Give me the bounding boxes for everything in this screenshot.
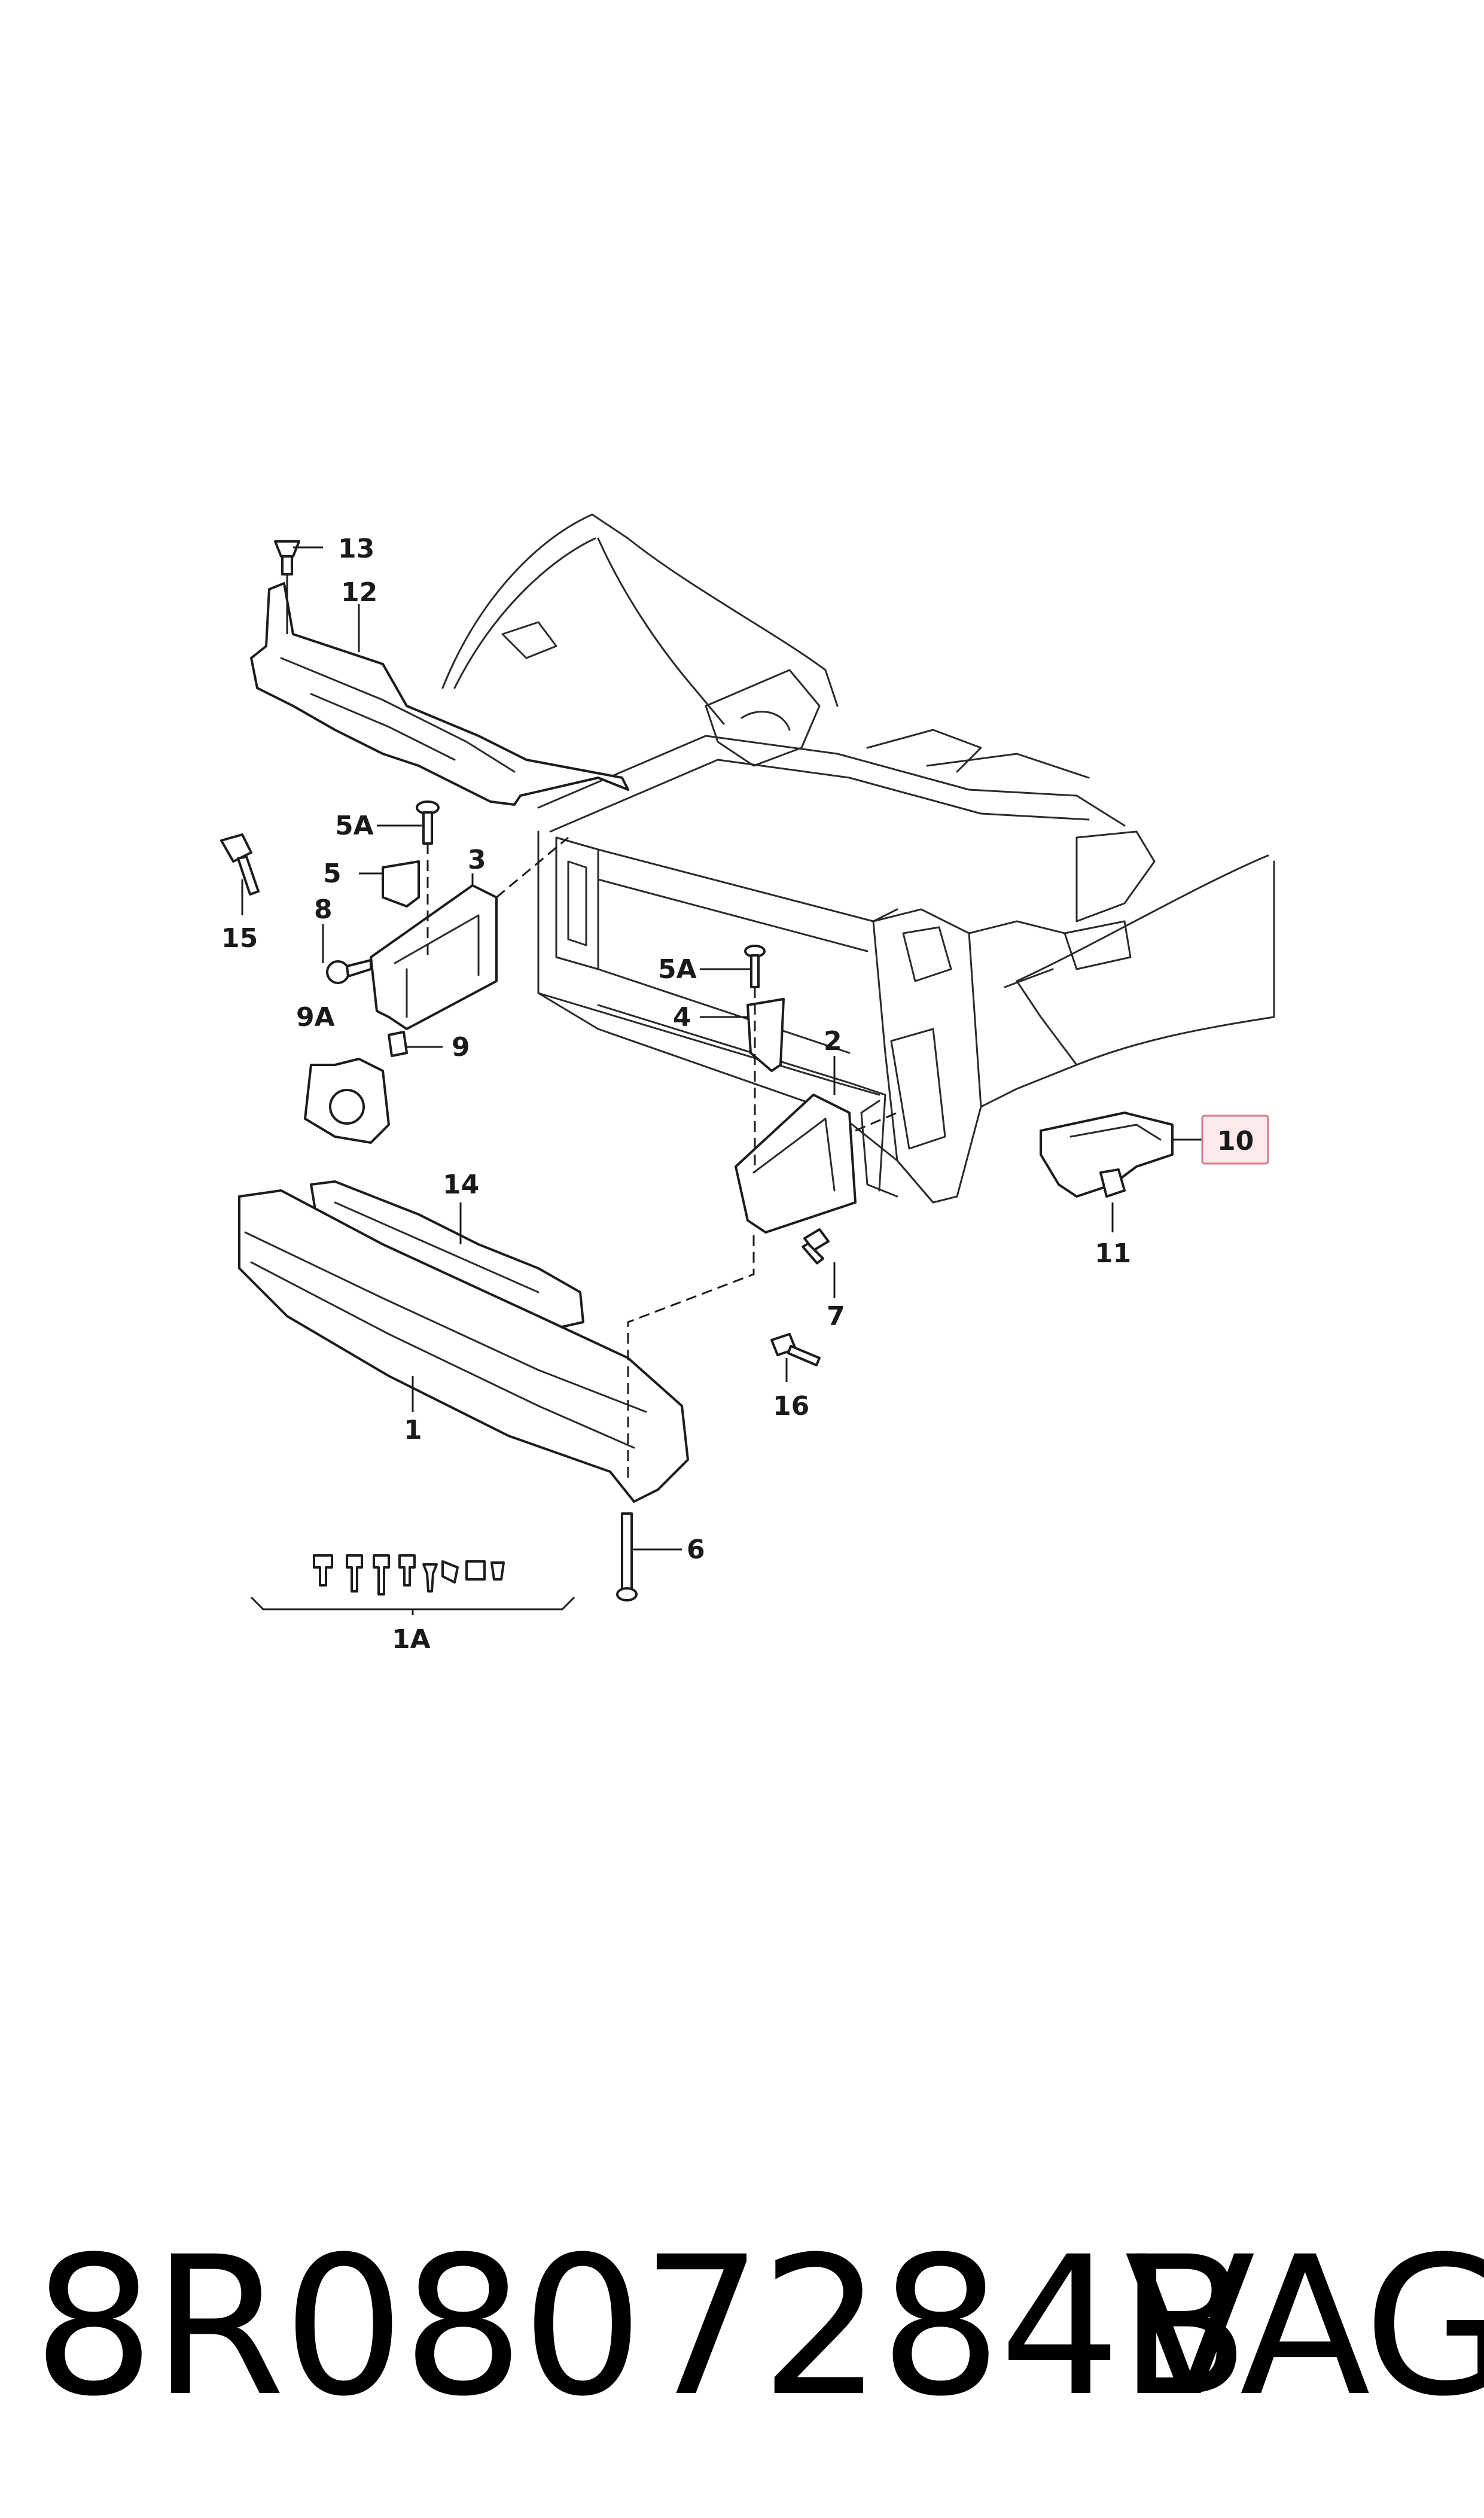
vehicle-body-frame [441,513,1275,1204]
callout-labels: 13 12 5A 5 3 15 8 9A 9 5A 4 2 10 11 14 7… [221,534,1254,1655]
part-5-bracket [382,860,420,908]
leader-lines [241,546,1202,1551]
callout-5A-left: 5A [335,811,374,841]
part-4-bracket [746,998,785,1072]
part-12-upper-cover [250,582,629,806]
callout-15: 15 [221,923,258,954]
part-7-screw [802,1228,830,1265]
part-5A-bolt-right [744,945,766,988]
callout-14: 14 [443,1170,479,1200]
callout-10-highlight [1201,1115,1269,1165]
part-16-screw [770,1333,821,1366]
part-1-bumper-reinforcement [238,1189,689,1503]
brand-name: VAG [1125,2216,1484,2438]
part-6-long-bolt [616,1512,638,1601]
callout-8: 8 [314,894,333,925]
callout-9: 9 [452,1032,470,1062]
part-13-clip [274,540,300,576]
callout-13: 13 [338,534,374,564]
part-3-crash-bracket-left [370,884,498,1030]
callout-11: 11 [1095,1238,1131,1269]
part-9A-clamp [304,1058,390,1144]
callout-16: 16 [773,1391,809,1421]
part-11-nut [1099,1168,1126,1198]
part-1A-fastener-kit [250,1554,575,1615]
callout-9A: 9A [296,1002,335,1033]
part-10-side-bracket [1040,1112,1174,1198]
part-9-nut [388,1031,408,1057]
callout-6: 6 [687,1534,705,1565]
callout-10: 10 [1217,1126,1254,1156]
part-number: 8R0807284B [33,2216,1250,2438]
part-2-crash-bracket-right [735,1094,857,1234]
callout-5A-right: 5A [658,954,697,985]
callout-2: 2 [824,1026,842,1056]
part-5A-bolt-left [416,800,440,845]
callout-12: 12 [341,577,377,608]
callout-4: 4 [673,1002,691,1033]
callout-1: 1 [404,1415,422,1445]
part-8-bolt [326,959,372,984]
callout-3: 3 [468,845,486,875]
callout-7: 7 [827,1301,845,1332]
callout-1A: 1A [392,1624,431,1655]
part-15-bolt [220,833,260,896]
callout-5: 5 [323,858,342,889]
